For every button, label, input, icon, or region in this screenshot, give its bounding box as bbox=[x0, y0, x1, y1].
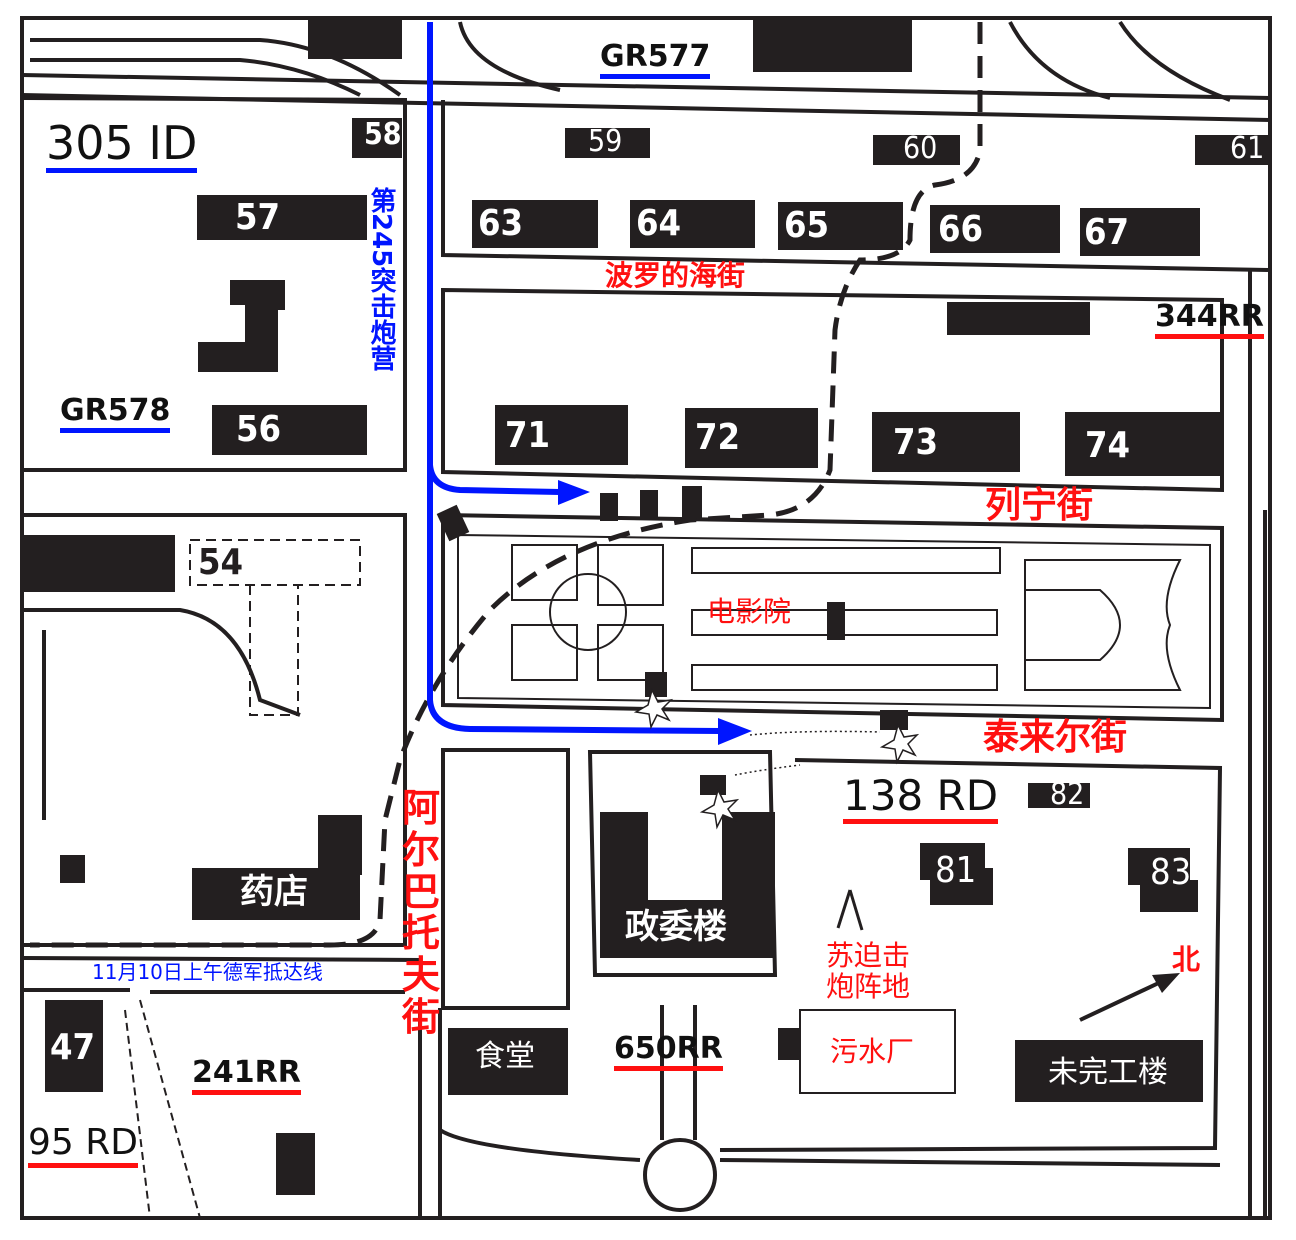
commissar-building-label: 政委楼 bbox=[625, 907, 727, 947]
street-baltic: 波罗的海街 bbox=[605, 259, 746, 292]
building-81: 81 bbox=[935, 850, 977, 891]
building-65: 65 bbox=[784, 205, 830, 246]
assault-gun-route bbox=[427, 22, 721, 734]
german-front-line bbox=[30, 22, 983, 948]
map-border bbox=[20, 16, 1272, 1220]
building-83: 83 bbox=[1150, 852, 1192, 893]
unit-138-rd: 138 RD bbox=[843, 775, 999, 824]
arrow-head bbox=[558, 480, 590, 505]
tank-icons bbox=[436, 486, 908, 795]
arrow-head bbox=[718, 718, 752, 745]
building-74: 74 bbox=[1085, 425, 1131, 466]
building-67: 67 bbox=[1084, 212, 1130, 253]
building-82: 82 bbox=[1050, 777, 1085, 812]
building-66: 66 bbox=[938, 209, 984, 250]
building-60: 60 bbox=[903, 131, 938, 166]
pharmacy-label: 药店 bbox=[240, 872, 308, 912]
building-47: 47 bbox=[50, 1027, 96, 1068]
explosion-icons bbox=[633, 687, 920, 830]
street-tamer: 泰来尔街 bbox=[983, 717, 1128, 758]
building-73: 73 bbox=[893, 422, 939, 463]
north-label: 北 bbox=[1172, 943, 1201, 976]
unit-gr577: GR577 bbox=[600, 42, 711, 79]
german-line-label: 11月10日上午德军抵达线 bbox=[92, 960, 323, 984]
building-71: 71 bbox=[505, 415, 551, 456]
unit-650rr: 650RR bbox=[614, 1034, 723, 1071]
north-arrow-head bbox=[1152, 973, 1180, 993]
building-59: 59 bbox=[588, 124, 623, 159]
building-58: 58 bbox=[364, 117, 402, 152]
sewage-plant-label: 污水厂 bbox=[830, 1035, 915, 1068]
building-56: 56 bbox=[236, 409, 282, 450]
building-54: 54 bbox=[198, 542, 244, 583]
buildings bbox=[22, 118, 1268, 1195]
road-edges bbox=[23, 96, 1269, 1218]
unit-305-id: 305 ID bbox=[46, 120, 198, 173]
cinema-park bbox=[511, 544, 1182, 691]
unit-241rr: 241RR bbox=[192, 1058, 301, 1095]
mortar-position-label-1: 苏迫击 bbox=[826, 939, 911, 972]
north-arrow bbox=[1079, 978, 1166, 1022]
cinema-label: 电影院 bbox=[707, 595, 792, 628]
street-lenin: 列宁街 bbox=[985, 485, 1094, 526]
mortar-position-label-2: 炮阵地 bbox=[826, 970, 911, 1003]
building-72: 72 bbox=[695, 417, 741, 458]
sewage-plant bbox=[799, 1009, 956, 1094]
mortar-icon bbox=[836, 889, 864, 931]
unit-95-rd: 95 RD bbox=[28, 1125, 138, 1168]
building-64: 64 bbox=[636, 203, 682, 244]
battalion-245-label: 第245突击炮营 bbox=[366, 187, 396, 372]
fire-line bbox=[734, 730, 881, 776]
unfinished-building-label: 未完工楼 bbox=[1048, 1055, 1168, 1090]
unit-344rr: 344RR bbox=[1155, 302, 1264, 339]
building-57: 57 bbox=[235, 197, 281, 238]
unit-gr578: GR578 bbox=[60, 396, 171, 433]
building-63: 63 bbox=[478, 203, 524, 244]
building-61: 61 bbox=[1230, 131, 1265, 166]
canteen-label: 食堂 bbox=[475, 1039, 535, 1074]
street-arbatov: 阿尔巴托夫街 bbox=[402, 786, 441, 1039]
building-54-outline bbox=[189, 539, 361, 586]
